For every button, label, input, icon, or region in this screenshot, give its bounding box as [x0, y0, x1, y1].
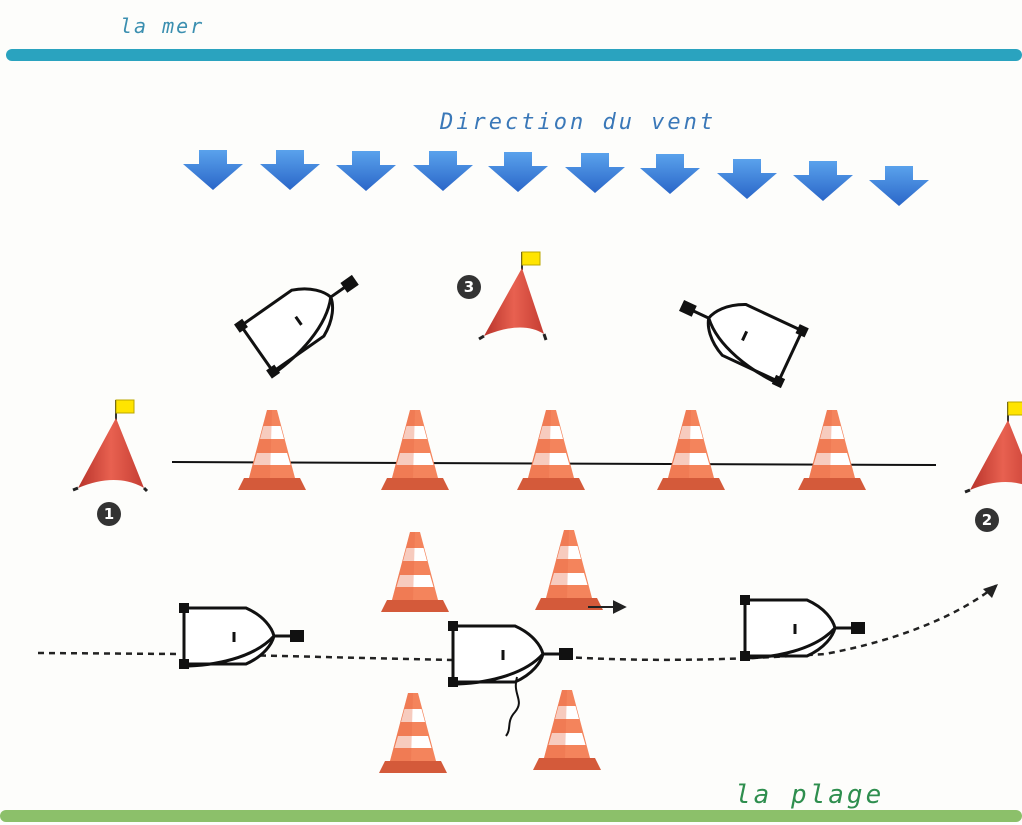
- cone: [379, 693, 447, 773]
- wind-arrow-icon: [413, 151, 473, 191]
- cone: [238, 410, 306, 490]
- sea-label: la mer: [120, 14, 205, 38]
- boat: [177, 601, 306, 671]
- wind-arrow-icon: [260, 150, 320, 190]
- wind-arrow-icon: [336, 151, 396, 191]
- cone: [517, 410, 585, 490]
- buoy-2: [964, 401, 1022, 494]
- buoy-1: [72, 399, 149, 493]
- cone: [798, 410, 866, 490]
- buoy-number-3: 3: [457, 275, 481, 299]
- cone: [533, 690, 601, 770]
- wind-arrow-icon: [488, 152, 548, 192]
- buoy-number-2: 2: [975, 508, 999, 532]
- wake-line: [505, 676, 520, 737]
- path-arrowhead-icon: [983, 584, 998, 598]
- sea-line: [6, 49, 1022, 61]
- boat: [666, 274, 811, 390]
- course-path: [37, 583, 999, 662]
- beach-line: [0, 810, 1022, 822]
- wind-arrow-icon: [565, 153, 625, 193]
- cone: [381, 410, 449, 490]
- cone: [381, 532, 449, 612]
- cone: [535, 530, 603, 610]
- wind-arrow-icon: [640, 154, 700, 194]
- wind-arrow-icon: [869, 166, 929, 206]
- wind-arrow-icon: [793, 161, 853, 201]
- buoy-number-1: 1: [97, 502, 121, 526]
- cone: [657, 410, 725, 490]
- beach-label: la plage: [735, 780, 885, 810]
- wind-arrow-icon: [717, 159, 777, 199]
- wind-arrow-icon: [183, 150, 243, 190]
- boat: [446, 619, 575, 689]
- boat: [738, 593, 867, 663]
- boat: [232, 251, 376, 381]
- wind-arrows: [183, 150, 929, 206]
- buoy-3: [478, 251, 548, 341]
- wind-direction-label: Direction du vent: [440, 110, 717, 135]
